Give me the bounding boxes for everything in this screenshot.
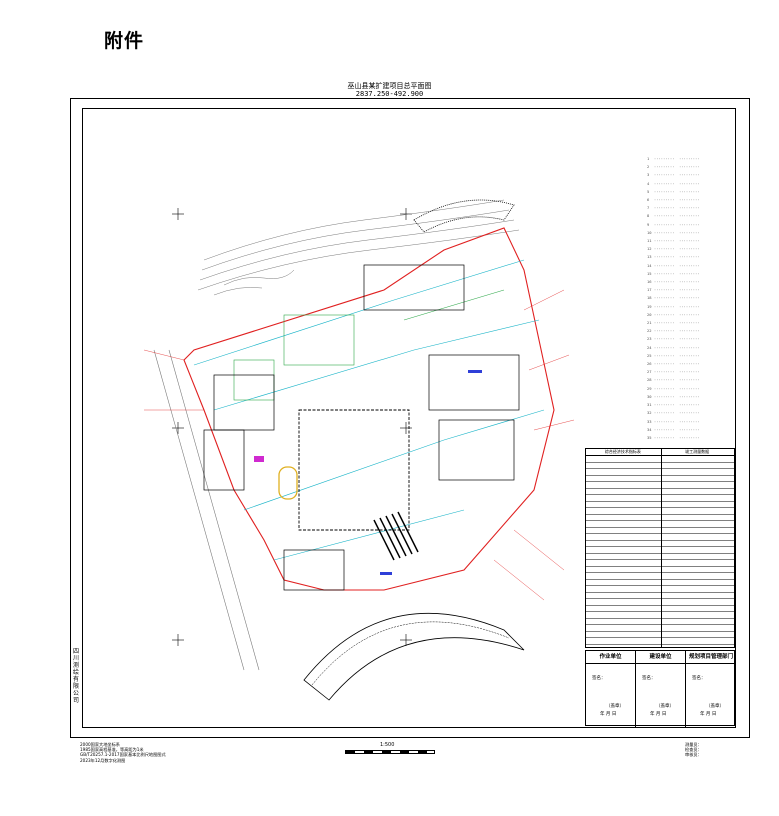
signer-list: 测量员： 检查员： 审核员：	[685, 742, 702, 758]
magenta-marker	[254, 456, 264, 462]
attachment-label: 附件	[104, 30, 145, 52]
drawing-title-main: 巫山县某扩建项目总平面图	[347, 82, 432, 90]
drawing-title: 巫山县某扩建项目总平面图 2837.250-492.900	[0, 82, 779, 98]
side-company-label: 四川测绘有限公司	[73, 648, 80, 704]
main-building	[298, 409, 410, 531]
contour-lines	[197, 199, 520, 296]
north-embankment	[413, 199, 515, 233]
scale-label: 1:500	[380, 742, 395, 748]
sign-column-planning: 规划项目管理部门 签名： （盖章） 年 月 日	[686, 651, 736, 727]
indicator-table-title-right: 竣工测量数据	[685, 449, 710, 454]
round-feature	[278, 466, 298, 500]
building-blocks	[203, 264, 520, 591]
sign-column-operator: 作业单位 签名： （盖章） 年 月 日	[586, 651, 636, 727]
sheet-outer-frame	[70, 98, 750, 738]
sign-column-builder: 建设单位 签名： （盖章） 年 月 日	[636, 651, 686, 727]
green-planting	[233, 289, 505, 401]
drawing-title-code: 2837.250-492.900	[355, 90, 424, 98]
road-west	[153, 349, 260, 671]
blue-marks	[380, 370, 482, 575]
indicator-table: 综合经济技术指标表 竣工测量数据	[585, 448, 735, 648]
red-leaders	[143, 289, 575, 601]
signature-table: 作业单位 签名： （盖章） 年 月 日 建设单位 签名： （盖章） 年 月 日 …	[585, 650, 736, 727]
road-south-east	[303, 612, 525, 701]
indicator-table-rows	[586, 456, 734, 647]
survey-notes: 2000国家大地坐标系 1985国家高程基准，等高距为1米 GB/T20257.…	[80, 742, 166, 763]
sheet-inner-frame	[82, 108, 736, 728]
scale-bar	[345, 750, 435, 754]
parking-lot	[373, 511, 419, 561]
property-boundary	[183, 227, 555, 591]
indicator-table-title: 综合经济技术指标表	[604, 449, 641, 454]
coordinate-list: 1 ········· ········· 2 ········· ······…	[647, 156, 700, 440]
site-plan	[143, 199, 575, 701]
